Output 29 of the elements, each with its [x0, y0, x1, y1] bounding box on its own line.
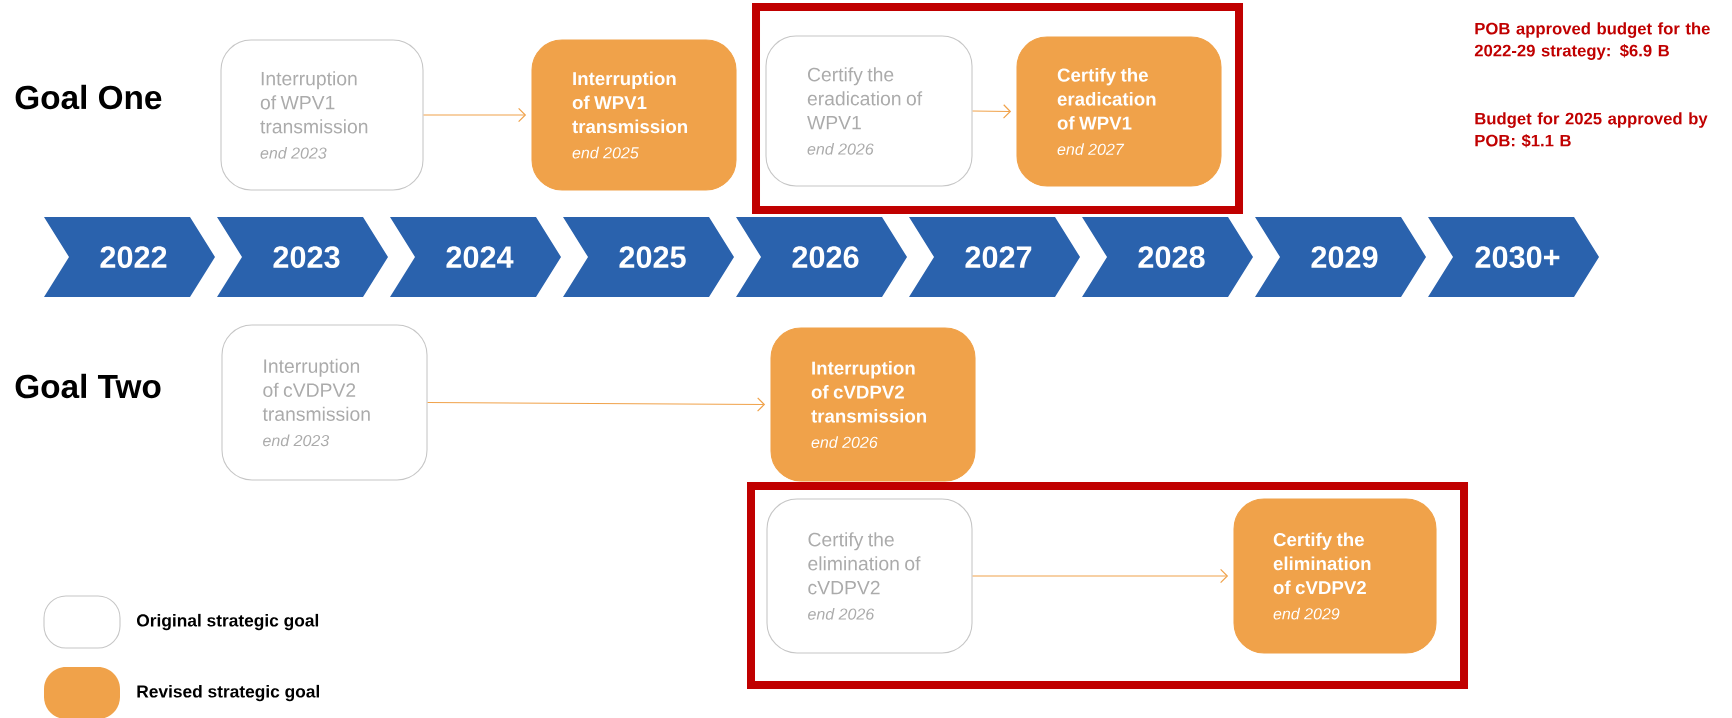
original-goal-box: Interruption of cVDPV2 transmission end 2023 [221, 324, 428, 481]
original-goal-box: Interruption of WPV1 transmission end 2023 [220, 39, 424, 191]
original-goal-box: Certify the elimination of cVDPV2 end 2026 [766, 498, 973, 654]
arrow [971, 104, 1012, 119]
legend-label: Revised strategic goal [137, 684, 319, 702]
year-band: 2023 [217, 217, 388, 297]
goal-heading: Goal Two [15, 373, 161, 399]
arrow [971, 568, 1229, 584]
revised-goal-box: Certify the elimination of cVDPV2 end 2029 [1233, 498, 1437, 654]
arrow [422, 107, 527, 123]
revised-goal-box: Certify the eradication of WPV1 end 2027 [1016, 36, 1222, 187]
year-band: 2025 [563, 217, 734, 297]
legend-label: Original strategic goal [137, 613, 319, 631]
year-band: 2022 [44, 217, 215, 297]
year-band: 2024 [390, 217, 561, 297]
year-band: 2026 [736, 217, 907, 297]
year-band: 2027 [909, 217, 1080, 297]
year-band: 2028 [1082, 217, 1253, 297]
year-band: 2029 [1255, 217, 1426, 297]
goal-heading: Goal One [15, 84, 162, 110]
budget-note: POB approved budget for the 2022-29 strategy: $6.9 B [1474, 22, 1710, 60]
budget-note: Budget for 2025 approved by POB: $1.1 B [1475, 112, 1708, 148]
highlight-frame [752, 3, 1243, 214]
original-goal-box: Certify the eradication of WPV1 end 2026 [765, 35, 973, 187]
highlight-frame [747, 482, 1468, 689]
arrow [426, 397, 766, 412]
revised-goal-box: Interruption of cVDPV2 transmission end 2026 [770, 327, 976, 482]
revised-goal-box: Interruption of WPV1 transmission end 2025 [531, 39, 737, 191]
year-band: 2030+ [1428, 217, 1599, 297]
